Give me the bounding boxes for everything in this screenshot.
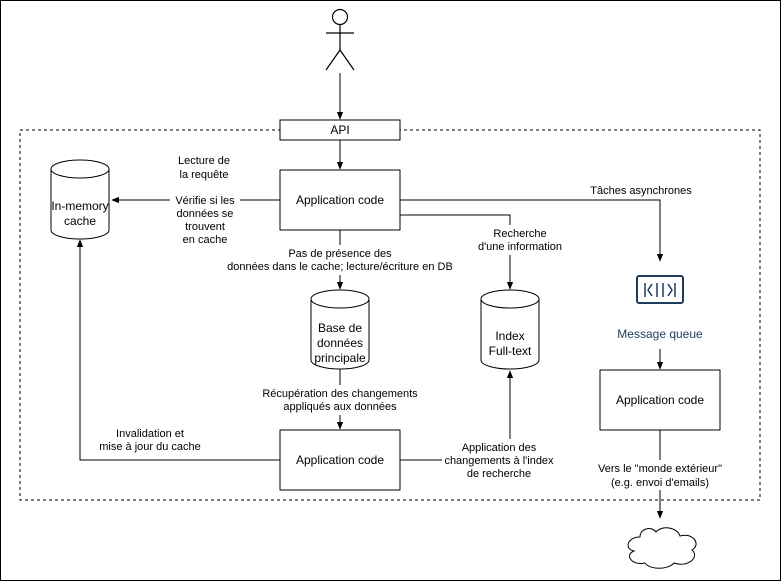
arrow-app-index (400, 214, 514, 290)
actor-icon (325, 8, 355, 71)
system-boundary (19, 129, 761, 501)
lecture-label-2: la requête (180, 169, 229, 181)
db-cylinder (310, 289, 370, 370)
connectors (76, 73, 664, 519)
cache-cylinder (50, 159, 110, 240)
recherche-label-1: Recherche (493, 228, 546, 240)
verif-label-1: Vérifie si les (175, 195, 235, 207)
verif-label-2: données se (177, 208, 234, 220)
db-label-2: données (317, 336, 363, 350)
taches-label: Tâches asynchrones (590, 185, 692, 197)
app-right-label: Application code (616, 393, 704, 407)
cache-label-1: In-memory (51, 199, 108, 213)
api-label: API (330, 123, 349, 137)
applic-label-1: Application des (462, 442, 537, 454)
index-cylinder (480, 289, 540, 370)
absence-label-2: données dans le cache; lecture/écriture … (227, 261, 453, 273)
verif-label-3: trouvent (185, 221, 225, 233)
index-label-1: Index (495, 329, 524, 343)
queue-icon (636, 275, 684, 304)
arrow-app-cache-invalidation (76, 239, 280, 461)
applic-label-3: de recherche (467, 468, 531, 480)
inval-label-2: mise à jour du cache (99, 441, 201, 453)
api-box (279, 119, 401, 141)
arrow-app-queue (400, 199, 664, 262)
recup-label-2: appliqués aux données (283, 401, 397, 413)
applic-label-2: changements à l'index (444, 455, 554, 467)
db-label-3: principale (314, 351, 366, 365)
recherche-label-2: d'une information (478, 241, 562, 253)
edge-labels: Lecture de la requête Vérifie si les don… (96, 152, 728, 490)
app-main-box (279, 169, 401, 231)
app-bottom-label: Application code (296, 453, 384, 467)
app-bottom-box (279, 429, 401, 491)
index-label-2: Full-text (489, 344, 532, 358)
recup-label-1: Récupération des changements (262, 388, 418, 400)
verif-label-4: en cache (183, 234, 228, 246)
absence-label-1: Pas de présence des (288, 248, 392, 260)
cache-label-2: cache (64, 214, 96, 228)
lecture-label-1: Lecture de (178, 155, 230, 167)
queue-label: Message queue (617, 327, 703, 341)
db-label-1: Base de (318, 321, 362, 335)
app-right-box (599, 369, 721, 431)
cloud-icon (627, 527, 697, 569)
app-main-label: Application code (296, 193, 384, 207)
vers-label-2: (e.g. envoi d'emails) (611, 477, 709, 489)
vers-label-1: Vers le "monde extérieur" (598, 463, 722, 475)
inval-label-1: Invalidation et (116, 428, 184, 440)
